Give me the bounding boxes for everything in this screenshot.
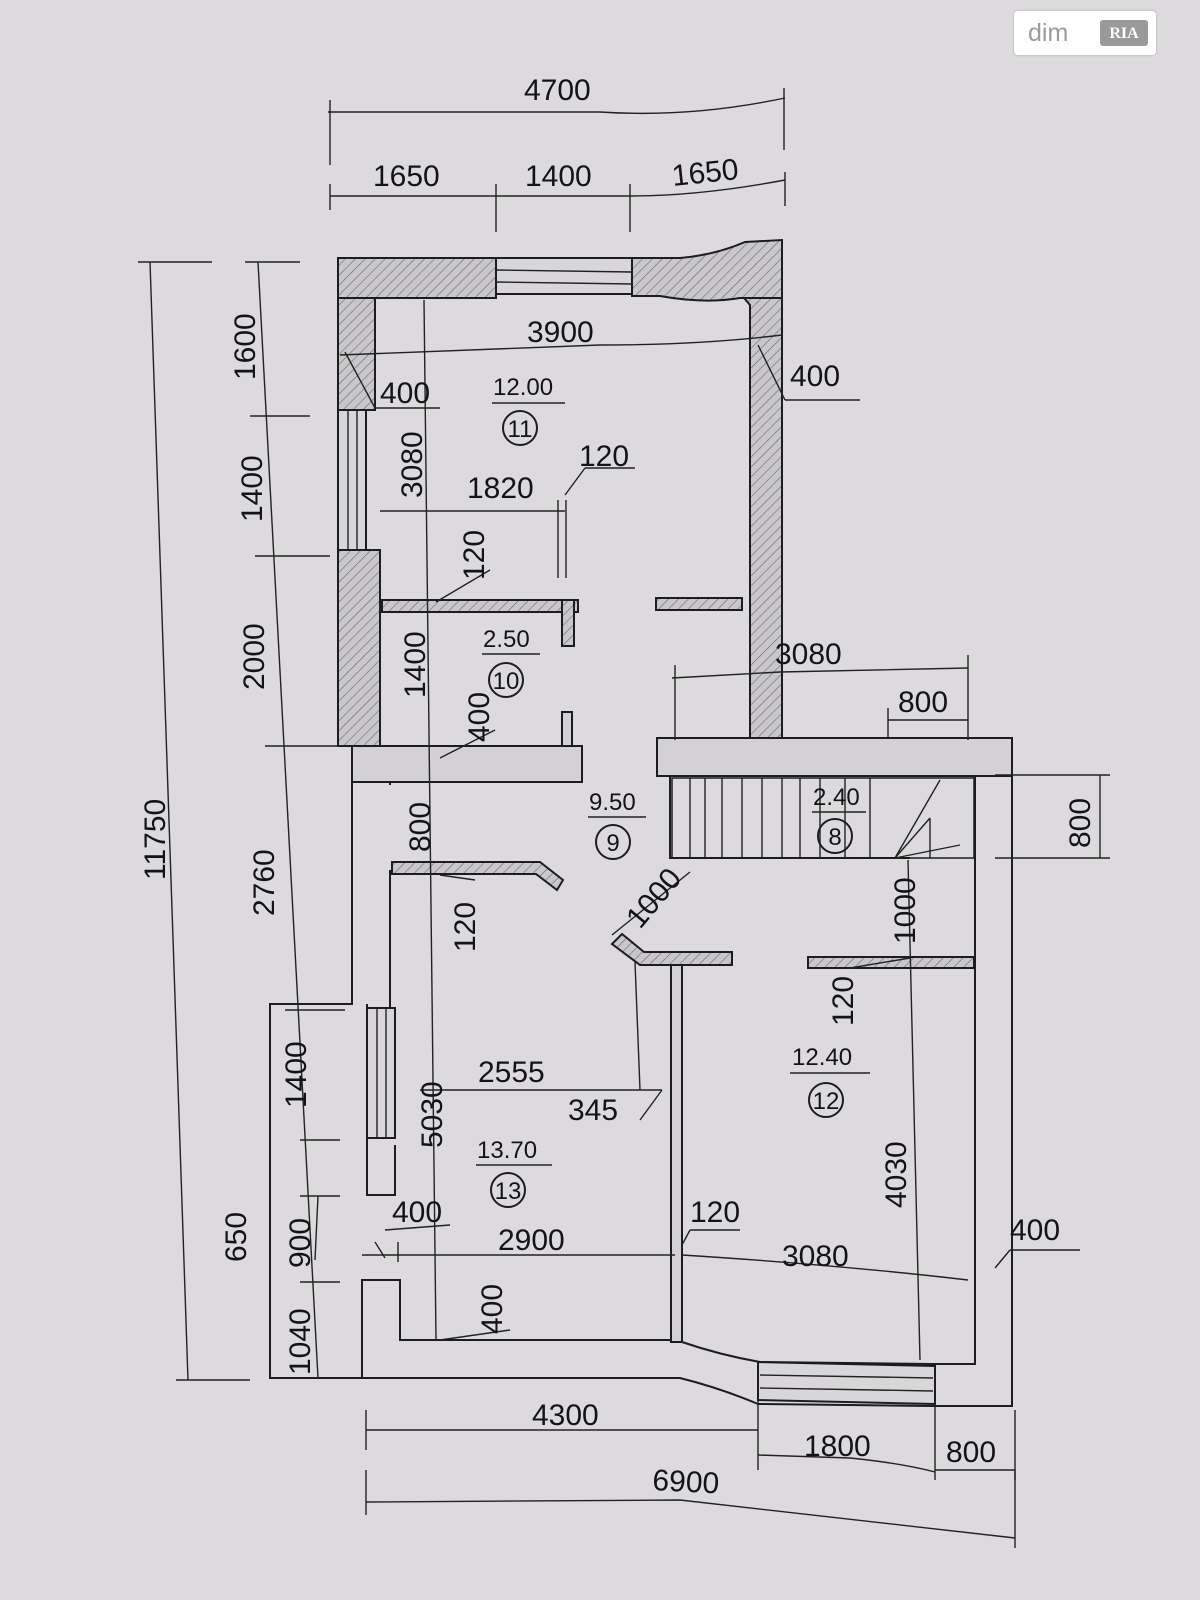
partition-room13-diag [610, 932, 733, 966]
wall-hall-cap [656, 737, 1013, 777]
dim-left-2760: 2760 [248, 849, 281, 916]
dim-top-left: 1650 [373, 160, 440, 193]
window-bottom [757, 1360, 936, 1406]
room-12-number: 12 [813, 1088, 840, 1115]
dim-bottom-1800: 1800 [804, 1430, 871, 1463]
partition-room10-bottom-stub [561, 711, 573, 747]
room-11: 12.00 11 [492, 374, 565, 446]
partition-room10-top-stub [561, 599, 575, 647]
outline-lower [269, 737, 1013, 1407]
dim-mid-wall-120: 120 [690, 1196, 740, 1229]
room-13-area: 13.70 [477, 1137, 537, 1164]
dim-left-overall: 11750 [139, 799, 172, 880]
room-12-area: 12.40 [792, 1044, 852, 1071]
dim-left-900: 900 [284, 1218, 317, 1268]
room-10-area: 2.50 [483, 626, 530, 653]
window-left-upper [337, 409, 367, 551]
dim-room13-2555: 2555 [478, 1056, 545, 1089]
partition-room12-top [807, 956, 975, 969]
watermark-badge: dim RIA [1014, 11, 1156, 55]
dim-room13-2900: 2900 [498, 1224, 565, 1257]
partition-room10-top [381, 599, 579, 613]
partitions [381, 597, 975, 969]
dim-diag-1000: 1000 [620, 862, 688, 934]
dim-left-650: 650 [220, 1212, 253, 1262]
room-11-area: 12.00 [493, 374, 553, 401]
dim-room12-4030: 4030 [880, 1141, 913, 1208]
dim-room11-height: 3080 [396, 431, 429, 498]
room-9-number: 9 [606, 830, 619, 857]
dim-left-1040: 1040 [284, 1308, 317, 1375]
dim-right-wall-400: 400 [1010, 1214, 1060, 1247]
room-9: 9.50 9 [588, 789, 646, 860]
dim-room13-345: 345 [568, 1094, 618, 1127]
room-8-number: 8 [828, 824, 841, 851]
dim-left-1600: 1600 [229, 313, 262, 380]
room-8: 2.40 8 [812, 784, 866, 854]
walls [269, 238, 1013, 1407]
stairs [671, 777, 975, 859]
dim-room12-120: 120 [827, 976, 860, 1026]
wall-left-mid [337, 549, 381, 747]
dim-room13-5030: 5030 [416, 1081, 449, 1148]
partition-upper-right [655, 597, 743, 611]
watermark-brand: dim [1028, 19, 1069, 47]
dimension-lines [138, 88, 1110, 1548]
room-13-number: 13 [495, 1178, 522, 1205]
dim-partition-len: 1820 [467, 472, 534, 505]
dim-partition-thk-vert: 120 [458, 530, 491, 580]
dim-partition-thk: 120 [579, 440, 629, 473]
dimension-labels: 4700 1650 1400 1650 11750 1600 1400 2000… [139, 74, 1097, 1500]
dim-room13-400-top: 400 [392, 1196, 442, 1229]
dim-bottom-overall: 6900 [652, 1464, 720, 1500]
dim-stair-800-top: 800 [898, 686, 948, 719]
window-top [495, 257, 633, 295]
dim-wall-400-mid: 400 [463, 692, 496, 742]
dim-room11-wall-left: 400 [380, 377, 430, 410]
dim-top-overall: 4700 [524, 74, 591, 107]
dim-stair-width: 3080 [775, 638, 842, 671]
wall-hall-left [351, 745, 583, 783]
wall-mid-vertical [670, 957, 683, 1343]
dim-left-1400: 1400 [236, 455, 269, 522]
room-labels: 12.00 11 2.50 10 9.50 9 2.40 8 12.40 [476, 374, 870, 1208]
room-12: 12.40 12 [790, 1044, 870, 1118]
wall-top-left [337, 257, 497, 299]
watermark-logo: RIA [1100, 20, 1148, 46]
dim-hall-120: 120 [449, 902, 482, 952]
dim-room12-3080: 3080 [782, 1240, 849, 1273]
dim-room11-wall-right: 400 [790, 360, 840, 393]
dim-left-1400-lower: 1400 [280, 1041, 313, 1108]
room-9-area: 9.50 [589, 789, 636, 816]
room-11-number: 11 [508, 416, 533, 443]
partition-room13-top [391, 861, 565, 892]
wall-top-right [631, 238, 783, 302]
room-8-area: 2.40 [813, 784, 860, 811]
dim-top-mid: 1400 [525, 160, 592, 193]
room-10-number: 10 [493, 668, 520, 695]
dim-bottom-4300: 4300 [532, 1399, 599, 1432]
inner-left-bottom [361, 1279, 672, 1378]
dim-left-2000: 2000 [238, 623, 271, 690]
dim-bottom-800: 800 [946, 1436, 996, 1469]
room-10: 2.50 10 [482, 626, 540, 698]
dim-room10-height: 1400 [399, 631, 432, 698]
dim-stair-800-right: 800 [1064, 798, 1097, 848]
dim-hall-800: 800 [404, 802, 437, 852]
window-left-lower [366, 1007, 396, 1139]
dim-top-right: 1650 [670, 153, 740, 193]
dim-room11-width: 3900 [527, 316, 594, 349]
dim-room13-400-bottom: 400 [476, 1284, 509, 1334]
dim-room12-1000: 1000 [889, 877, 922, 944]
room-13: 13.70 13 [476, 1137, 552, 1208]
